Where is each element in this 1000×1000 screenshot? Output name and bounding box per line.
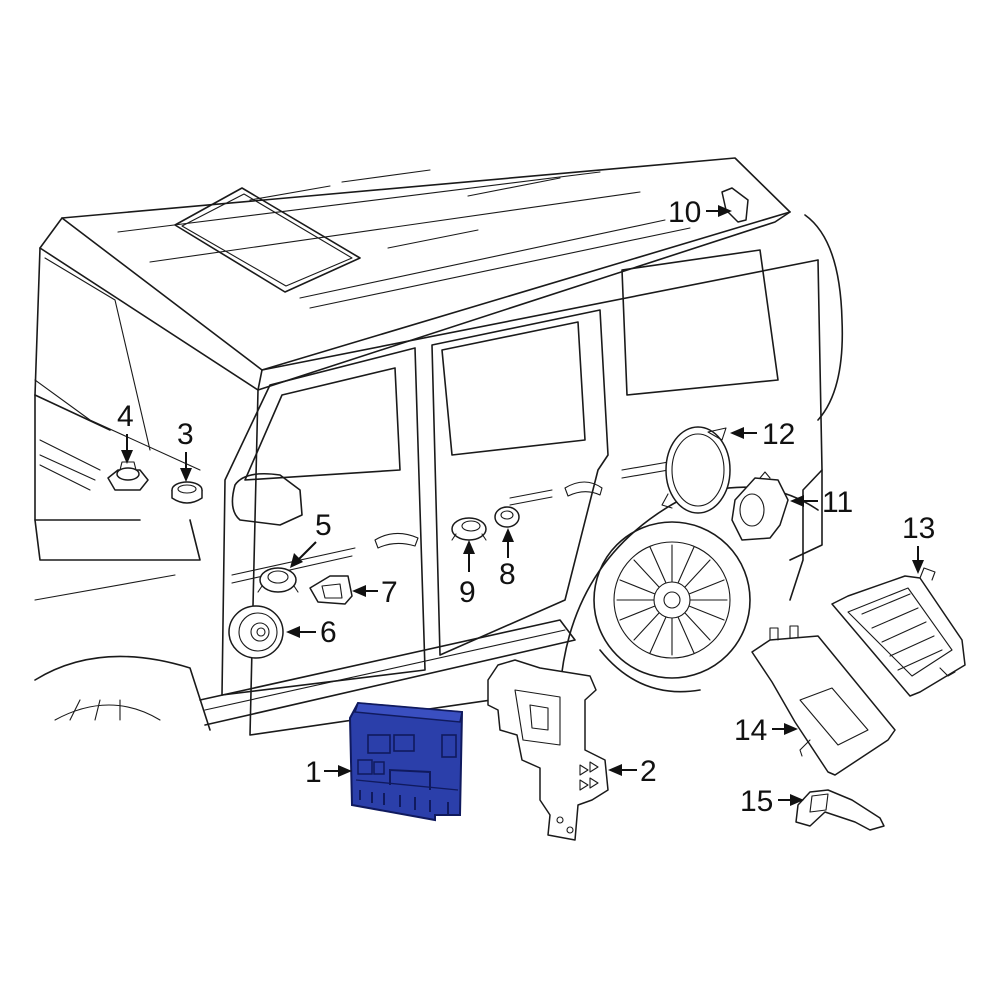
callout-label-5: 5 xyxy=(315,509,332,542)
callout-7: 7 xyxy=(352,576,398,609)
callout-2: 2 xyxy=(608,755,657,788)
callout-15: 15 xyxy=(740,785,804,818)
vehicle-outline xyxy=(34,157,844,736)
callout-label-3: 3 xyxy=(177,418,194,451)
callout-label-1: 1 xyxy=(305,756,322,789)
support-bracket xyxy=(795,789,885,831)
speaker-bracket xyxy=(309,575,353,605)
callout-13: 13 xyxy=(902,512,935,574)
subwoofer-enclosure xyxy=(661,426,731,514)
front-door-tweeter xyxy=(257,567,299,593)
callout-label-7: 7 xyxy=(381,576,398,609)
callout-label-14: 14 xyxy=(734,714,767,747)
dash-speaker xyxy=(107,461,149,491)
rear-door-midrange xyxy=(451,517,487,541)
callout-label-9: 9 xyxy=(459,576,476,609)
callout-1: 1 xyxy=(305,756,352,789)
callout-label-10: 10 xyxy=(668,196,701,229)
callout-8: 8 xyxy=(499,528,516,591)
amplifier-bracket xyxy=(751,625,896,776)
callout-9: 9 xyxy=(459,540,476,609)
amplifier xyxy=(831,567,966,697)
callout-12: 12 xyxy=(730,418,795,451)
callout-label-8: 8 xyxy=(499,558,516,591)
tweeter-speaker xyxy=(171,481,203,504)
front-door-speaker xyxy=(228,605,284,659)
callout-6: 6 xyxy=(286,616,337,649)
subwoofer xyxy=(731,471,789,541)
antenna xyxy=(721,187,749,223)
callout-3: 3 xyxy=(177,418,194,482)
callout-label-12: 12 xyxy=(762,418,795,451)
callout-label-6: 6 xyxy=(320,616,337,649)
callout-11: 11 xyxy=(790,486,853,519)
callout-label-15: 15 xyxy=(740,785,773,818)
callout-label-2: 2 xyxy=(640,755,657,788)
callout-4: 4 xyxy=(117,400,134,464)
callout-10: 10 xyxy=(668,196,732,229)
control-module xyxy=(348,701,464,822)
callout-label-13: 13 xyxy=(902,512,935,545)
callout-label-11: 11 xyxy=(822,486,853,519)
callout-label-4: 4 xyxy=(117,400,134,433)
callout-14: 14 xyxy=(734,714,798,747)
rear-door-tweeter xyxy=(494,506,520,528)
mounting-bracket xyxy=(487,659,609,841)
callout-5: 5 xyxy=(290,509,332,568)
